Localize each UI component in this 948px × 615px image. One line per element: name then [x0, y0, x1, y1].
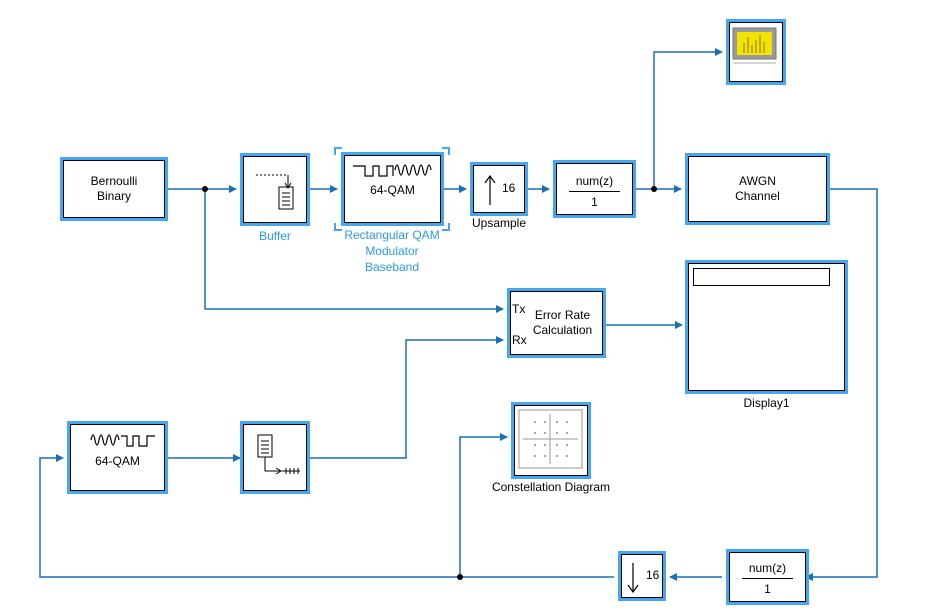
- buffer-label: Buffer: [259, 229, 291, 243]
- wire-branch-constellation: [459, 433, 508, 577]
- qam-mod-text: 64-QAM: [370, 183, 415, 197]
- error-rate-line1: Error Rate: [534, 308, 591, 322]
- qam-demod-text: 64-QAM: [95, 454, 140, 468]
- qam-mod-label-3: Baseband: [364, 260, 420, 274]
- error-rate-calculation-block[interactable]: Tx Rx Error Rate Calculation: [507, 288, 606, 358]
- downsample-factor: 16: [646, 568, 660, 582]
- tx-filter-block[interactable]: num(z) 1: [553, 160, 636, 218]
- wire-branch-error-tx: [204, 189, 504, 313]
- rx-filter-num: num(z): [748, 561, 787, 575]
- awgn-channel-block[interactable]: AWGN Channel: [685, 153, 830, 225]
- wire-branch-spectrum: [653, 48, 723, 189]
- qam-modulator-block[interactable]: 64-QAM: [341, 152, 444, 226]
- up-arrow-icon: [484, 174, 496, 205]
- awgn-line1: AWGN: [739, 174, 776, 188]
- unbuffer-block[interactable]: [240, 421, 310, 494]
- bernoulli-line1: Bernoulli: [90, 174, 138, 188]
- branch-point-spectrum: [651, 186, 657, 192]
- rx-filter-block[interactable]: num(z) 1: [726, 549, 809, 605]
- tx-filter-fraction-bar: [569, 191, 620, 192]
- qam-mod-selection-corners: [334, 147, 450, 231]
- constellation-icon: [518, 409, 583, 469]
- branch-point-constellation: [457, 574, 463, 580]
- qam-mod-label-1: Rectangular QAM: [344, 228, 440, 242]
- qam-mod-waveform-icon: [353, 164, 432, 177]
- tx-filter-num: num(z): [575, 174, 614, 188]
- spectrum-analyzer-icon: [732, 27, 777, 64]
- error-rate-line2: Calculation: [532, 323, 593, 337]
- error-rate-port-rx: Rx: [512, 333, 527, 347]
- rx-filter-den: 1: [764, 582, 771, 596]
- awgn-line2: Channel: [735, 189, 780, 203]
- display-value-field: [693, 268, 830, 286]
- qam-demodulator-block[interactable]: 64-QAM: [67, 421, 168, 494]
- error-rate-port-tx: Tx: [512, 302, 526, 316]
- buffer-icon: [256, 174, 294, 210]
- buffer-block[interactable]: [240, 153, 310, 226]
- upsample-block[interactable]: 16: [470, 162, 528, 216]
- tx-filter-den: 1: [591, 195, 598, 209]
- bernoulli-binary-block[interactable]: Bernoulli Binary: [60, 157, 168, 221]
- wire-downsample-demod: [39, 454, 614, 578]
- display-block[interactable]: [685, 260, 848, 394]
- constellation-label: Constellation Diagram: [491, 480, 611, 494]
- wire-awgn-rxfilter: [805, 188, 878, 581]
- qam-mod-label-2: Modulator: [365, 244, 419, 258]
- branch-point-tx: [202, 186, 208, 192]
- down-arrow-icon: [627, 563, 639, 594]
- qam-demod-waveform-icon: [90, 434, 155, 447]
- rx-filter-fraction-bar: [742, 578, 793, 579]
- wire-unbuffer-error-rx: [307, 336, 504, 459]
- constellation-diagram-block[interactable]: [511, 402, 591, 479]
- upsample-label: Upsample: [471, 216, 527, 230]
- bernoulli-line2: Binary: [96, 189, 131, 203]
- upsample-factor: 16: [502, 181, 516, 195]
- spectrum-analyzer-block[interactable]: [726, 19, 786, 85]
- display-label: Display1: [743, 396, 790, 410]
- downsample-block[interactable]: 16: [618, 551, 666, 601]
- unbuffer-icon: [257, 434, 300, 475]
